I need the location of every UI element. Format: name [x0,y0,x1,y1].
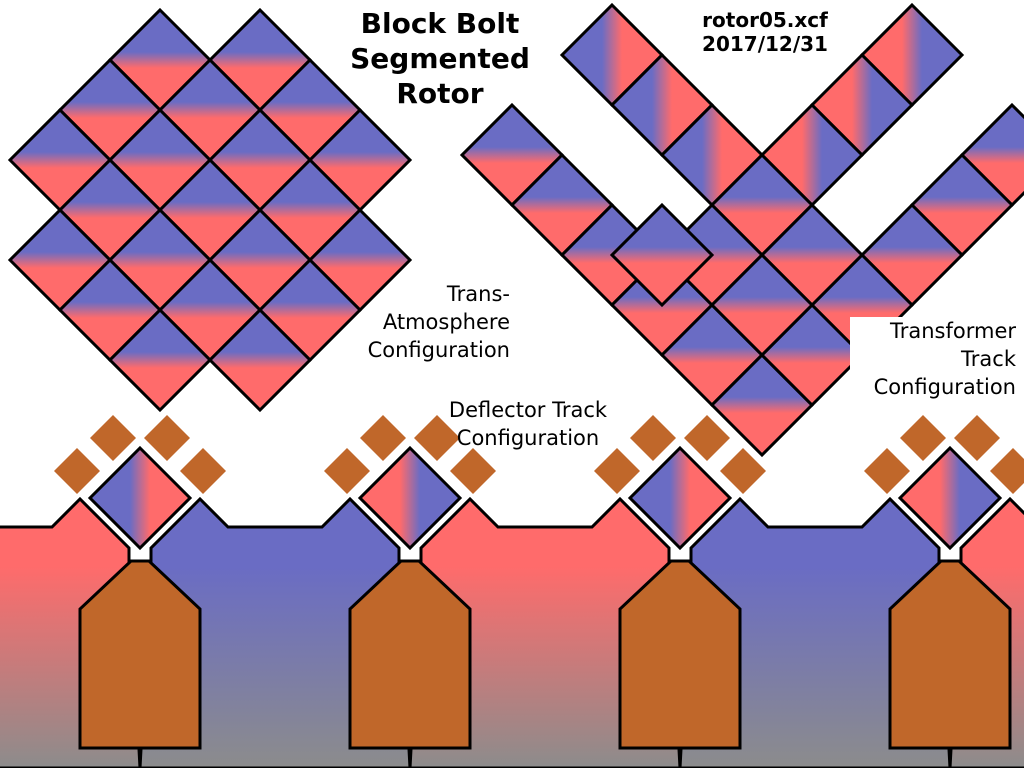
rotor-segment [609,202,715,308]
stator-ground [0,496,1024,768]
copper-bolt [414,415,460,461]
rotor-diamond [357,445,463,551]
copper-bolt [990,448,1024,494]
trans-atmosphere-label: Trans- Atmosphere Configuration [367,282,510,362]
copper-bolt [360,415,406,461]
copper-bolt [900,415,946,461]
rotor-gap [941,546,959,562]
copper-bolt [90,415,136,461]
rotor-segment-grids [7,2,1024,458]
copper-bolt [864,448,910,494]
diagram-title: Block Bolt Segmented Rotor [350,7,530,110]
copper-bolt [144,415,190,461]
copper-bolt [720,448,766,494]
rotor-diamond [87,445,193,551]
copper-bolt [954,415,1000,461]
copper-pole [78,559,202,750]
copper-bolt [180,448,226,494]
rotor-gap [671,546,689,562]
rotor-segment [107,307,213,413]
rotor-units [54,415,1024,750]
rotor-gap [131,546,149,562]
rotor-gap [401,546,419,562]
copper-bolt [684,415,730,461]
copper-bolt [324,448,370,494]
file-name: rotor05.xcf [702,8,828,32]
rotor-unit [864,415,1024,750]
transformer-track-label: Transformer Track Configuration [850,317,1016,401]
rotor-segment [207,307,313,413]
copper-pole [348,559,472,750]
copper-bolt [450,448,496,494]
rotor-unit [324,415,496,750]
copper-pole [888,559,1012,750]
rotor-diamond [897,445,1003,551]
rotor-unit [54,415,226,750]
rotor-diamond [627,445,733,551]
copper-bolt [54,448,100,494]
copper-pole [618,559,742,750]
file-date: 2017/12/31 [702,32,828,56]
copper-bolt [594,448,640,494]
deflector-track-label: Deflector Track Configuration [448,398,608,450]
rotor-segment [709,252,815,358]
copper-bolt [630,415,676,461]
rotor-unit [594,415,766,750]
